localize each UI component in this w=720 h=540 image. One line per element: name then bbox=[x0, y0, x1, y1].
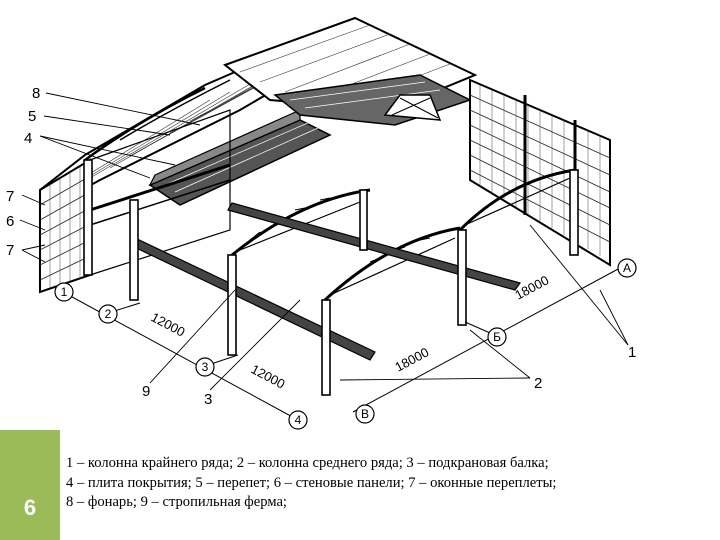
axis-marker-v: В bbox=[355, 404, 375, 424]
slide-number: 6 bbox=[23, 495, 37, 520]
axis-marker-4: 4 bbox=[288, 410, 308, 430]
callout-labels: 8 5 4 7 6 7 1 2 9 3 bbox=[6, 85, 636, 408]
svg-text:4: 4 bbox=[295, 413, 302, 427]
dimension-12000-first: 12000 bbox=[149, 309, 188, 339]
axis-marker-1: 1 bbox=[54, 282, 74, 302]
axis-marker-a: А bbox=[617, 258, 637, 278]
callout-1-right: 1 bbox=[628, 344, 636, 361]
axis-marker-b: Б bbox=[487, 327, 507, 347]
svg-text:1: 1 bbox=[61, 285, 68, 299]
svg-text:2: 2 bbox=[105, 307, 112, 321]
callout-7-bottom: 7 bbox=[6, 242, 14, 259]
svg-text:Б: Б bbox=[493, 330, 501, 344]
legend-line-2: 4 – плита покрытия; 5 – перепет; 6 – сте… bbox=[66, 474, 557, 491]
callout-4: 4 bbox=[24, 130, 32, 147]
dimension-18000-front: 18000 bbox=[392, 344, 431, 374]
legend-line-1: 1 – колонна крайнего ряда; 2 – колонна с… bbox=[66, 455, 549, 471]
callout-2-right: 2 bbox=[534, 375, 542, 392]
callout-3-bottom: 3 bbox=[204, 391, 212, 408]
leader-lines bbox=[19, 92, 629, 391]
callout-6: 6 bbox=[6, 213, 14, 230]
legend-caption: 1 – колонна крайнего ряда; 2 – колонна с… bbox=[66, 454, 706, 513]
callout-8: 8 bbox=[32, 85, 40, 102]
axis-markers: 1 2 3 4 А Б В bbox=[54, 258, 637, 430]
callout-9: 9 bbox=[142, 383, 150, 400]
right-roof bbox=[222, 16, 478, 126]
legend-line-3: 8 – фонарь; 9 – стропильная ферма; bbox=[66, 494, 287, 510]
columns bbox=[83, 159, 579, 396]
svg-text:В: В bbox=[361, 407, 369, 421]
industrial-building-frame-diagram: 8 5 4 7 6 7 1 2 9 3 1 2 3 bbox=[6, 16, 637, 430]
axis-marker-2: 2 bbox=[98, 304, 118, 324]
svg-text:А: А bbox=[623, 261, 631, 275]
dimension-18000-right: 18000 bbox=[512, 272, 551, 302]
callout-5: 5 bbox=[28, 108, 36, 125]
callout-7-top: 7 bbox=[6, 188, 14, 205]
crane-beams bbox=[129, 202, 521, 361]
dimension-12000-second: 12000 bbox=[249, 361, 288, 391]
axis-marker-3: 3 bbox=[195, 357, 215, 377]
slide-number-bar bbox=[0, 430, 60, 540]
svg-text:3: 3 bbox=[202, 360, 209, 374]
